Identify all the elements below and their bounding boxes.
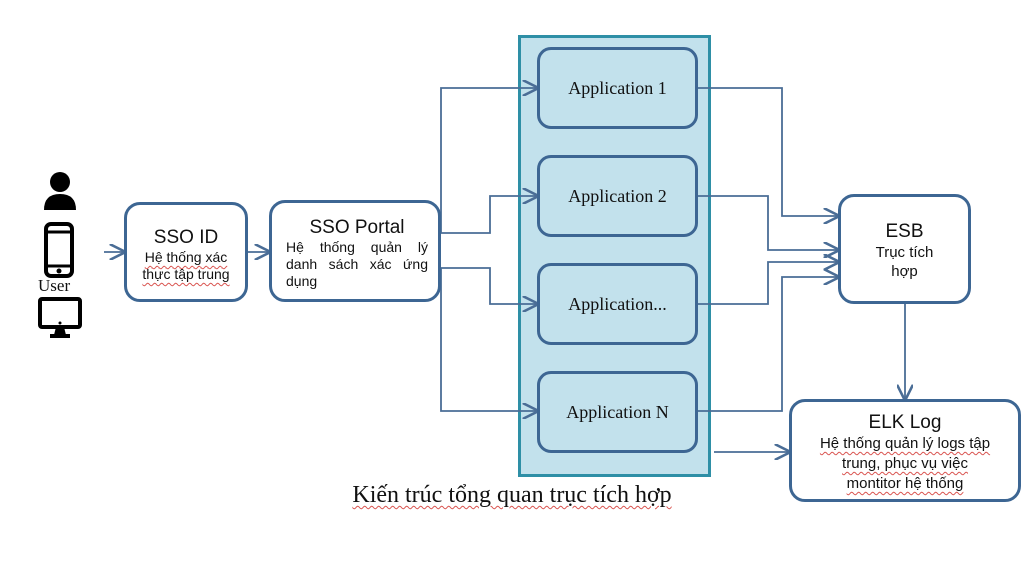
elk-subtitle-line-3: montitor hệ thống [846,475,964,492]
person-icon [44,172,76,210]
arrow-portal-to-app2 [441,196,537,234]
sso-id-subtitle-line-2: thực tập trung [142,266,230,282]
sso-portal-subtitle-line-1: Hệ thống quản lý [286,239,428,255]
diagram-caption-text: Kiến trúc tổng quan trục tích hợp [352,482,672,508]
application-1-label: Application 1 [568,77,667,98]
application-2-box[interactable]: Application 2 [537,155,698,237]
elk-subtitle-line-1: Hệ thống quản lý logs tập [819,435,991,452]
arrow-appN-to-esb [698,277,838,412]
elk-subtitle-line-2: trung, phục vụ việc [842,455,968,472]
sso-id-subtitle-line-1: Hệ thống xác [144,249,228,265]
sso-portal-subtitle-line-2: danh sách xác ứng [286,256,428,272]
arrow-app2-to-esb [698,195,838,250]
esb-subtitle-line-2: hợp [891,263,918,280]
esb-title: ESB [885,221,924,242]
application-n-label: Application N [566,401,669,422]
sso-id-box[interactable]: SSO ID Hệ thống xác thực tập trung [124,202,248,302]
elk-title: ELK Log [868,412,942,433]
application-n-box[interactable]: Application N [537,371,698,453]
elk-log-box[interactable]: ELK Log Hệ thống quản lý logs tập trung,… [789,399,1021,502]
sso-portal-subtitle-line-3: dụng [286,273,318,289]
sso-portal-box[interactable]: SSO Portal Hệ thống quản lý danh sách xá… [269,200,441,302]
diagram-caption: Kiến trúc tổng quan trục tích hợp [0,482,1024,509]
desktop-monitor-icon [38,297,82,338]
arrow-app1-to-esb [698,87,838,216]
user-label: User [38,276,71,295]
application-etc-label: Application... [568,293,667,314]
application-2-label: Application 2 [568,185,667,206]
application-1-box[interactable]: Application 1 [537,47,698,129]
arrow-portal-to-app1 [440,88,537,233]
arrow-portal-to-appN [440,268,537,411]
arrow-portal-to-app-etc [441,267,537,304]
sso-id-title: SSO ID [153,227,219,248]
sso-portal-title: SSO Portal [309,217,405,238]
arrow-app-etc-to-esb [698,262,838,305]
esb-box[interactable]: ESB Trục tích hợp [838,194,971,304]
smartphone-icon [44,222,74,278]
application-etc-box[interactable]: Application... [537,263,698,345]
esb-subtitle-line-1: Trục tích [875,244,934,261]
